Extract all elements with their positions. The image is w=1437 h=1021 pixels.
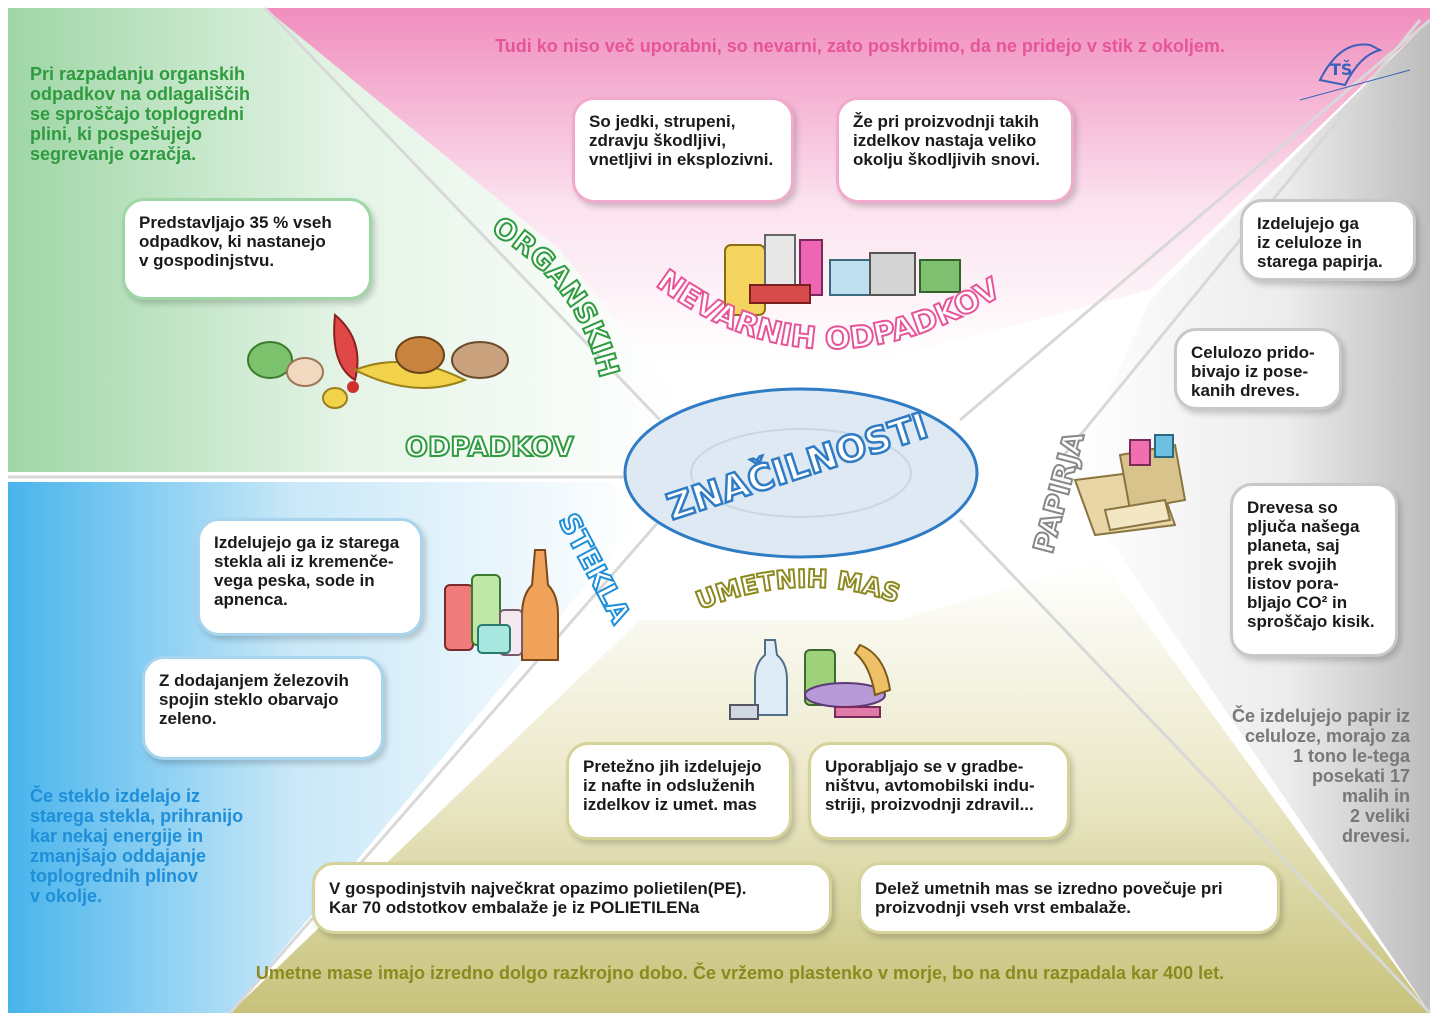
school-logo-icon: TŠ: [1299, 43, 1411, 101]
plastic-items-icon: [729, 639, 892, 720]
plastic-box-2: Uporabljajo se v gradbe- ništvu, avtomob…: [808, 742, 1070, 840]
category-glass: STEKLA: [552, 508, 637, 629]
glass-bottles-icon: [444, 549, 559, 661]
category-paper: PAPIRJA: [1027, 428, 1091, 557]
glass-box-1: Izdelujejo ga iz starega stekla ali iz k…: [197, 518, 423, 636]
organic-note: Pri razpadanju organskih odpadkov na odl…: [30, 64, 251, 164]
svg-text:TŠ: TŠ: [1330, 60, 1352, 79]
paper-note: Če izdelujejo papir iz celuloze, morajo …: [1231, 706, 1410, 846]
paper-stack-icon: [1073, 434, 1187, 537]
plastic-box-4: Delež umetnih mas se izredno povečuje pr…: [858, 862, 1280, 934]
hazardous-containers-icon: [724, 234, 961, 316]
organic-waste-icon: [247, 313, 509, 409]
plastic-box-3: V gospodinjstvih največkrat opazimo poli…: [312, 862, 832, 934]
category-plastic: UMETNIH MAS: [692, 564, 904, 615]
plastic-box-1: Pretežno jih izdelujejo iz nafte in odsl…: [566, 742, 792, 840]
glass-box-2: Z dodajanjem železovih spojin steklo oba…: [142, 656, 384, 760]
glass-note: Če steklo izdelajo iz starega stekla, pr…: [30, 786, 244, 906]
category-organic-line1: ORGANSKIH: [487, 210, 626, 381]
hazardous-box-1: So jedki, strupeni, zdravju škodljivi, v…: [572, 97, 794, 203]
footer-note: Umetne mase imajo izredno dolgo razkrojn…: [255, 963, 1225, 983]
paper-box-2: Celulozo prido- bivajo iz pose- kanih dr…: [1174, 328, 1342, 410]
header-note: Tudi ko niso več uporabni, so nevarni, z…: [495, 36, 1225, 56]
organic-box: Predstavljajo 35 % vseh odpadkov, ki nas…: [122, 198, 372, 300]
paper-box-3: Drevesa so pljuča našega planeta, saj pr…: [1230, 483, 1398, 657]
hazardous-box-2: Že pri proizvodnji takih izdelkov nastaj…: [836, 97, 1074, 203]
category-hazardous: NEVARNIH ODPADKOV: [650, 263, 1007, 357]
center-label: ZNAČILNOSTI: [662, 405, 933, 529]
category-organic-line2: ODPADKOV: [405, 432, 574, 463]
center-ellipse: [623, 387, 979, 559]
paper-box-1: Izdelujejo ga iz celuloze in starega pap…: [1240, 199, 1416, 281]
